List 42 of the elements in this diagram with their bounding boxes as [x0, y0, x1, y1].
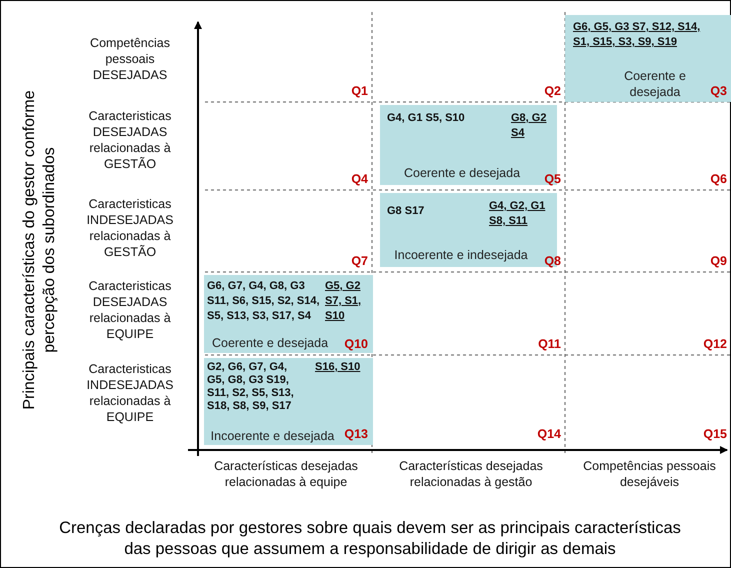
quadrant-number: Q15 [703, 427, 727, 441]
quadrant-number: Q9 [710, 254, 727, 268]
quadrant-number: Q10 [344, 337, 368, 351]
row-label: Caracteristicas INDESEJADAS relacionadas à EQUIPE [86, 361, 174, 425]
code-list: G2, G6, G7, G4, G5, G8, G3 S19, S11, S2, S5, S13, S18, S8, S9, S17 [207, 361, 307, 413]
column-label: Características desejadas relacionadas à gestão [398, 458, 544, 490]
quadrant-highlight [565, 15, 731, 102]
quadrant-number: Q4 [351, 172, 368, 186]
code-list: G8 S17 [387, 204, 447, 219]
quadrant-highlight [204, 275, 373, 353]
code-list: G4, G2, G1 S8, S11 [489, 199, 555, 229]
quadrant-number: Q14 [537, 427, 561, 441]
column-label: Competências pessoais desejáveis [582, 458, 717, 490]
quadrant-caption: Coerente e desejada [623, 68, 687, 100]
row-label: Caracteristicas DESEJADAS relacionadas à EQUIPE [88, 278, 172, 342]
column-label: Características desejadas relacionadas à equipe [213, 458, 359, 490]
quadrant-number: Q11 [538, 337, 561, 351]
quadrant-number: Q3 [710, 84, 727, 98]
caption: Crenças declaradas por gestores sobre quais devem ser as principais características das pessoas que assumem a responsabilidade de dirigir as demais [58, 518, 682, 560]
quadrant-number: Q12 [703, 337, 727, 351]
row-label: Competências pessoais DESEJADAS [89, 35, 171, 83]
quadrant-caption: Incoerente e desejada [210, 428, 335, 444]
quadrant-caption: Incoerente e indesejada [393, 247, 529, 263]
code-list: G6, G5, G3 S7, S12, S14, S1, S15, S3, S9, S19 [573, 20, 713, 50]
code-list: G4, G1 S5, S10 [387, 111, 467, 126]
quadrant-number: Q13 [344, 427, 368, 441]
quadrant-number: Q7 [351, 254, 368, 268]
quadrant-number: Q5 [544, 172, 561, 186]
quadrant-number: Q6 [710, 172, 727, 186]
quadrant-caption: Coerente e desejada [210, 335, 330, 351]
code-list: G5, G2 S7, S1, S10 [325, 279, 370, 324]
code-list: G8, G2 S4 [511, 111, 555, 141]
quadrant-highlight [204, 358, 373, 445]
row-label: Caracteristicas INDESEJADAS relacionadas à GESTÃO [86, 196, 174, 260]
quadrant-number: Q1 [351, 84, 368, 98]
row-label: Caracteristicas DESEJADAS relacionadas à GESTÃO [88, 108, 172, 172]
quadrant-caption: Coerente e desejada [402, 165, 522, 181]
code-list: G6, G7, G4, G8, G3 S11, S6, S15, S2, S14, S5, S13, S3, S17, S4 [207, 279, 327, 324]
axis-title: Principais características do gestor conforme percepção dos subordinados [20, 89, 59, 412]
quadrant-number: Q8 [544, 254, 561, 268]
quadrant-number: Q2 [544, 84, 561, 98]
code-list: S16, S10 [315, 361, 370, 374]
